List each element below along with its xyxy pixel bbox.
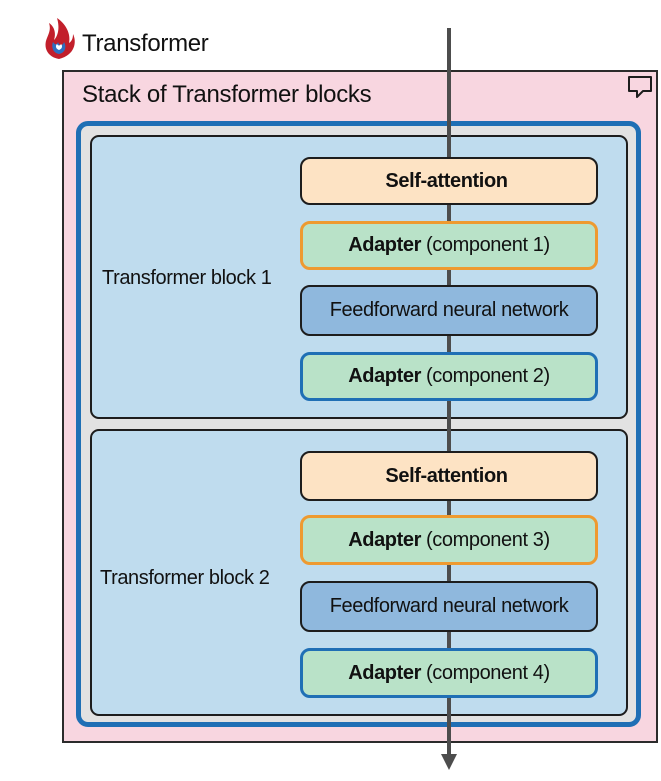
transformer-block-1-label: Transformer block 1: [102, 267, 272, 289]
self-attention-box-2: Self-attention: [300, 451, 598, 501]
adapter-component-label: (component 3): [426, 528, 550, 551]
stack-title: Stack of Transformer blocks: [82, 81, 372, 108]
adapter-component-2-box: Adapter (component 2): [300, 352, 598, 401]
self-attention-label: Self-attention: [385, 169, 508, 192]
adapter-component-4-box: Adapter (component 4): [300, 648, 598, 698]
flame-logo-icon: [45, 18, 75, 59]
feedforward-box-2: Feedforward neural network: [300, 581, 598, 632]
adapter-component-label: (component 2): [426, 365, 550, 387]
adapter-component-label: (component 4): [426, 661, 550, 684]
adapter-label: Adapter: [348, 661, 421, 684]
adapter-label: Adapter: [348, 528, 421, 551]
adapter-component-1-box: Adapter (component 1): [300, 221, 598, 270]
feedforward-label: Feedforward neural network: [329, 299, 569, 321]
comment-icon[interactable]: [626, 74, 654, 100]
adapter-component-3-box: Adapter (component 3): [300, 515, 598, 565]
adapter-component-label: (component 1): [426, 234, 550, 256]
feedforward-box-1: Feedforward neural network: [300, 285, 598, 336]
self-attention-label: Self-attention: [385, 464, 508, 487]
feedforward-label: Feedforward neural network: [329, 595, 569, 617]
transformer-block-2-label: Transformer block 2: [100, 567, 270, 589]
adapter-label: Adapter: [348, 234, 421, 256]
app-title: Transformer: [82, 30, 209, 57]
down-arrow-icon: [441, 754, 457, 770]
adapter-label: Adapter: [348, 365, 421, 387]
self-attention-box-1: Self-attention: [300, 157, 598, 205]
